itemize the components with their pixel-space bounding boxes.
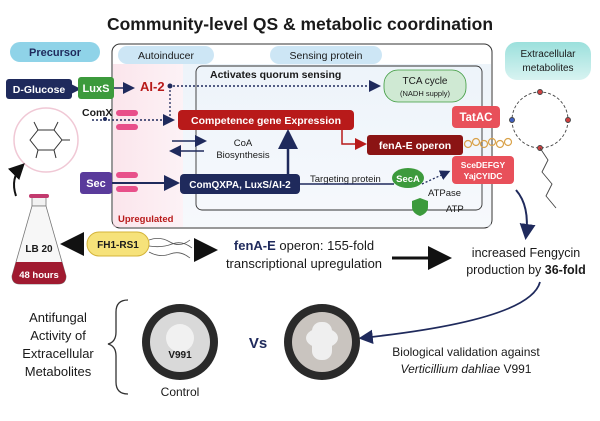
- membrane-channel: [116, 110, 138, 116]
- strain-cell: [86, 231, 150, 257]
- cell-to-glucose-arrow: [7, 163, 25, 197]
- increase-line2: production by 36-fold: [466, 263, 586, 277]
- sec-node: [80, 172, 112, 194]
- sec-label: Sec: [86, 178, 106, 190]
- ai2-dot: [167, 83, 173, 89]
- assay-line2: Activity of: [30, 328, 86, 343]
- d-glucose-node: [6, 79, 72, 99]
- peptide-chain: [463, 137, 513, 149]
- increase-bold: 36-fold: [545, 263, 586, 277]
- tatac-node: [452, 106, 500, 128]
- hours-label: 48 hours: [19, 270, 59, 281]
- autoinducer-header-label: Autoinducer: [138, 50, 195, 62]
- sensing-protein-header: [270, 46, 382, 64]
- increase-line1: increased Fengycin: [472, 246, 580, 260]
- sce-line1: SceDEFGY: [461, 160, 506, 170]
- lb20-label: LB 20: [25, 244, 53, 255]
- seca-to-sce-dotted: [421, 170, 451, 185]
- fold-text-line1: fenA-E operon: 155-fold: [234, 238, 374, 253]
- competence-to-fena-arrow: [341, 130, 367, 150]
- comqxpa-node: [180, 174, 300, 194]
- control-fungal-growth: [166, 324, 194, 352]
- diagram-title: Community-level QS & metabolic coordinat…: [107, 14, 493, 34]
- assay-line3: Extracellular: [22, 346, 94, 361]
- comqxpa-label: ComQXPA, LuxS/AI-2: [189, 180, 291, 191]
- coa-line1: CoA: [234, 138, 253, 149]
- sensing-protein-header-label: Sensing protein: [290, 50, 363, 62]
- fold-text-line2: transcriptional upregulation: [226, 256, 382, 271]
- sce-node: [452, 156, 514, 184]
- validation-line2: Verticillium dahliae V991: [401, 362, 532, 376]
- sce-line2: YajCYIDC: [464, 171, 503, 181]
- control-label: Control: [161, 385, 200, 399]
- seca-node: [392, 168, 424, 188]
- competence-label: Competence gene Expression: [191, 115, 341, 127]
- ai2-label: AI-2: [140, 79, 165, 94]
- flagella: [148, 238, 193, 259]
- metabolite-to-increase-arrow: [515, 189, 536, 240]
- atpase-label: ATPase: [428, 188, 461, 199]
- culture-flask: [11, 194, 67, 285]
- validation-line1: Biological validation against: [392, 345, 540, 359]
- seca-label: SecA: [396, 174, 420, 185]
- control-dish-label: V991: [168, 350, 192, 361]
- targeting-label: Targeting protein: [310, 174, 381, 185]
- fena-operon-label: fenA-E operon: [379, 140, 451, 152]
- extracellular-header-line2: metabolites: [522, 63, 573, 74]
- d-glucose-label: D-Glucose: [13, 84, 66, 96]
- luxs-node: [78, 77, 114, 99]
- upregulated-label: Upregulated: [118, 214, 174, 225]
- coa-line2: Biosynthesis: [216, 150, 270, 161]
- membrane-channel: [116, 172, 138, 178]
- tca-cycle-line1: TCA cycle: [402, 76, 447, 87]
- activates-qs-label: Activates quorum sensing: [210, 69, 341, 81]
- increase-to-dish-arrow: [358, 281, 541, 345]
- tatac-label: TatAC: [459, 112, 492, 124]
- tca-cycle-line2: (NADH supply): [400, 89, 451, 98]
- validation-italic: Verticillium dahliae: [401, 362, 501, 376]
- atp-label: ATP: [446, 204, 464, 215]
- membrane-channel: [116, 186, 138, 192]
- shield-icon: [412, 198, 428, 216]
- autoinducer-header: [118, 46, 214, 64]
- glucose-molecule-circle: [13, 107, 79, 173]
- assay-bracket: [107, 299, 129, 395]
- precursor-header: [10, 42, 100, 62]
- glucose-ring-icon: [29, 121, 70, 159]
- fena-operon-node: [367, 135, 463, 155]
- increase-prefix: production by: [466, 263, 545, 277]
- cell-panel: [111, 43, 493, 229]
- validation-suffix: V991: [500, 362, 532, 376]
- comx-label: ComX: [82, 107, 112, 119]
- fengycin-molecule-icon: [509, 89, 571, 209]
- fold-suffix: operon: 155-fold: [276, 238, 374, 253]
- extracellular-header: [505, 42, 591, 80]
- membrane-channel: [116, 124, 138, 130]
- tca-cycle-node: [383, 69, 467, 103]
- assay-line1: Antifungal: [29, 310, 87, 325]
- vs-label: Vs: [249, 335, 267, 352]
- assay-line4: Metabolites: [25, 364, 92, 379]
- treated-fungal-spread: [306, 328, 338, 348]
- fold-prefix: fenA-E: [234, 238, 276, 253]
- competence-node: [178, 110, 354, 130]
- extracellular-header-line1: Extracellular: [520, 49, 576, 60]
- precursor-header-label: Precursor: [29, 47, 82, 59]
- strain-label: FH1-RS1: [97, 240, 139, 251]
- luxs-label: LuxS: [83, 83, 110, 95]
